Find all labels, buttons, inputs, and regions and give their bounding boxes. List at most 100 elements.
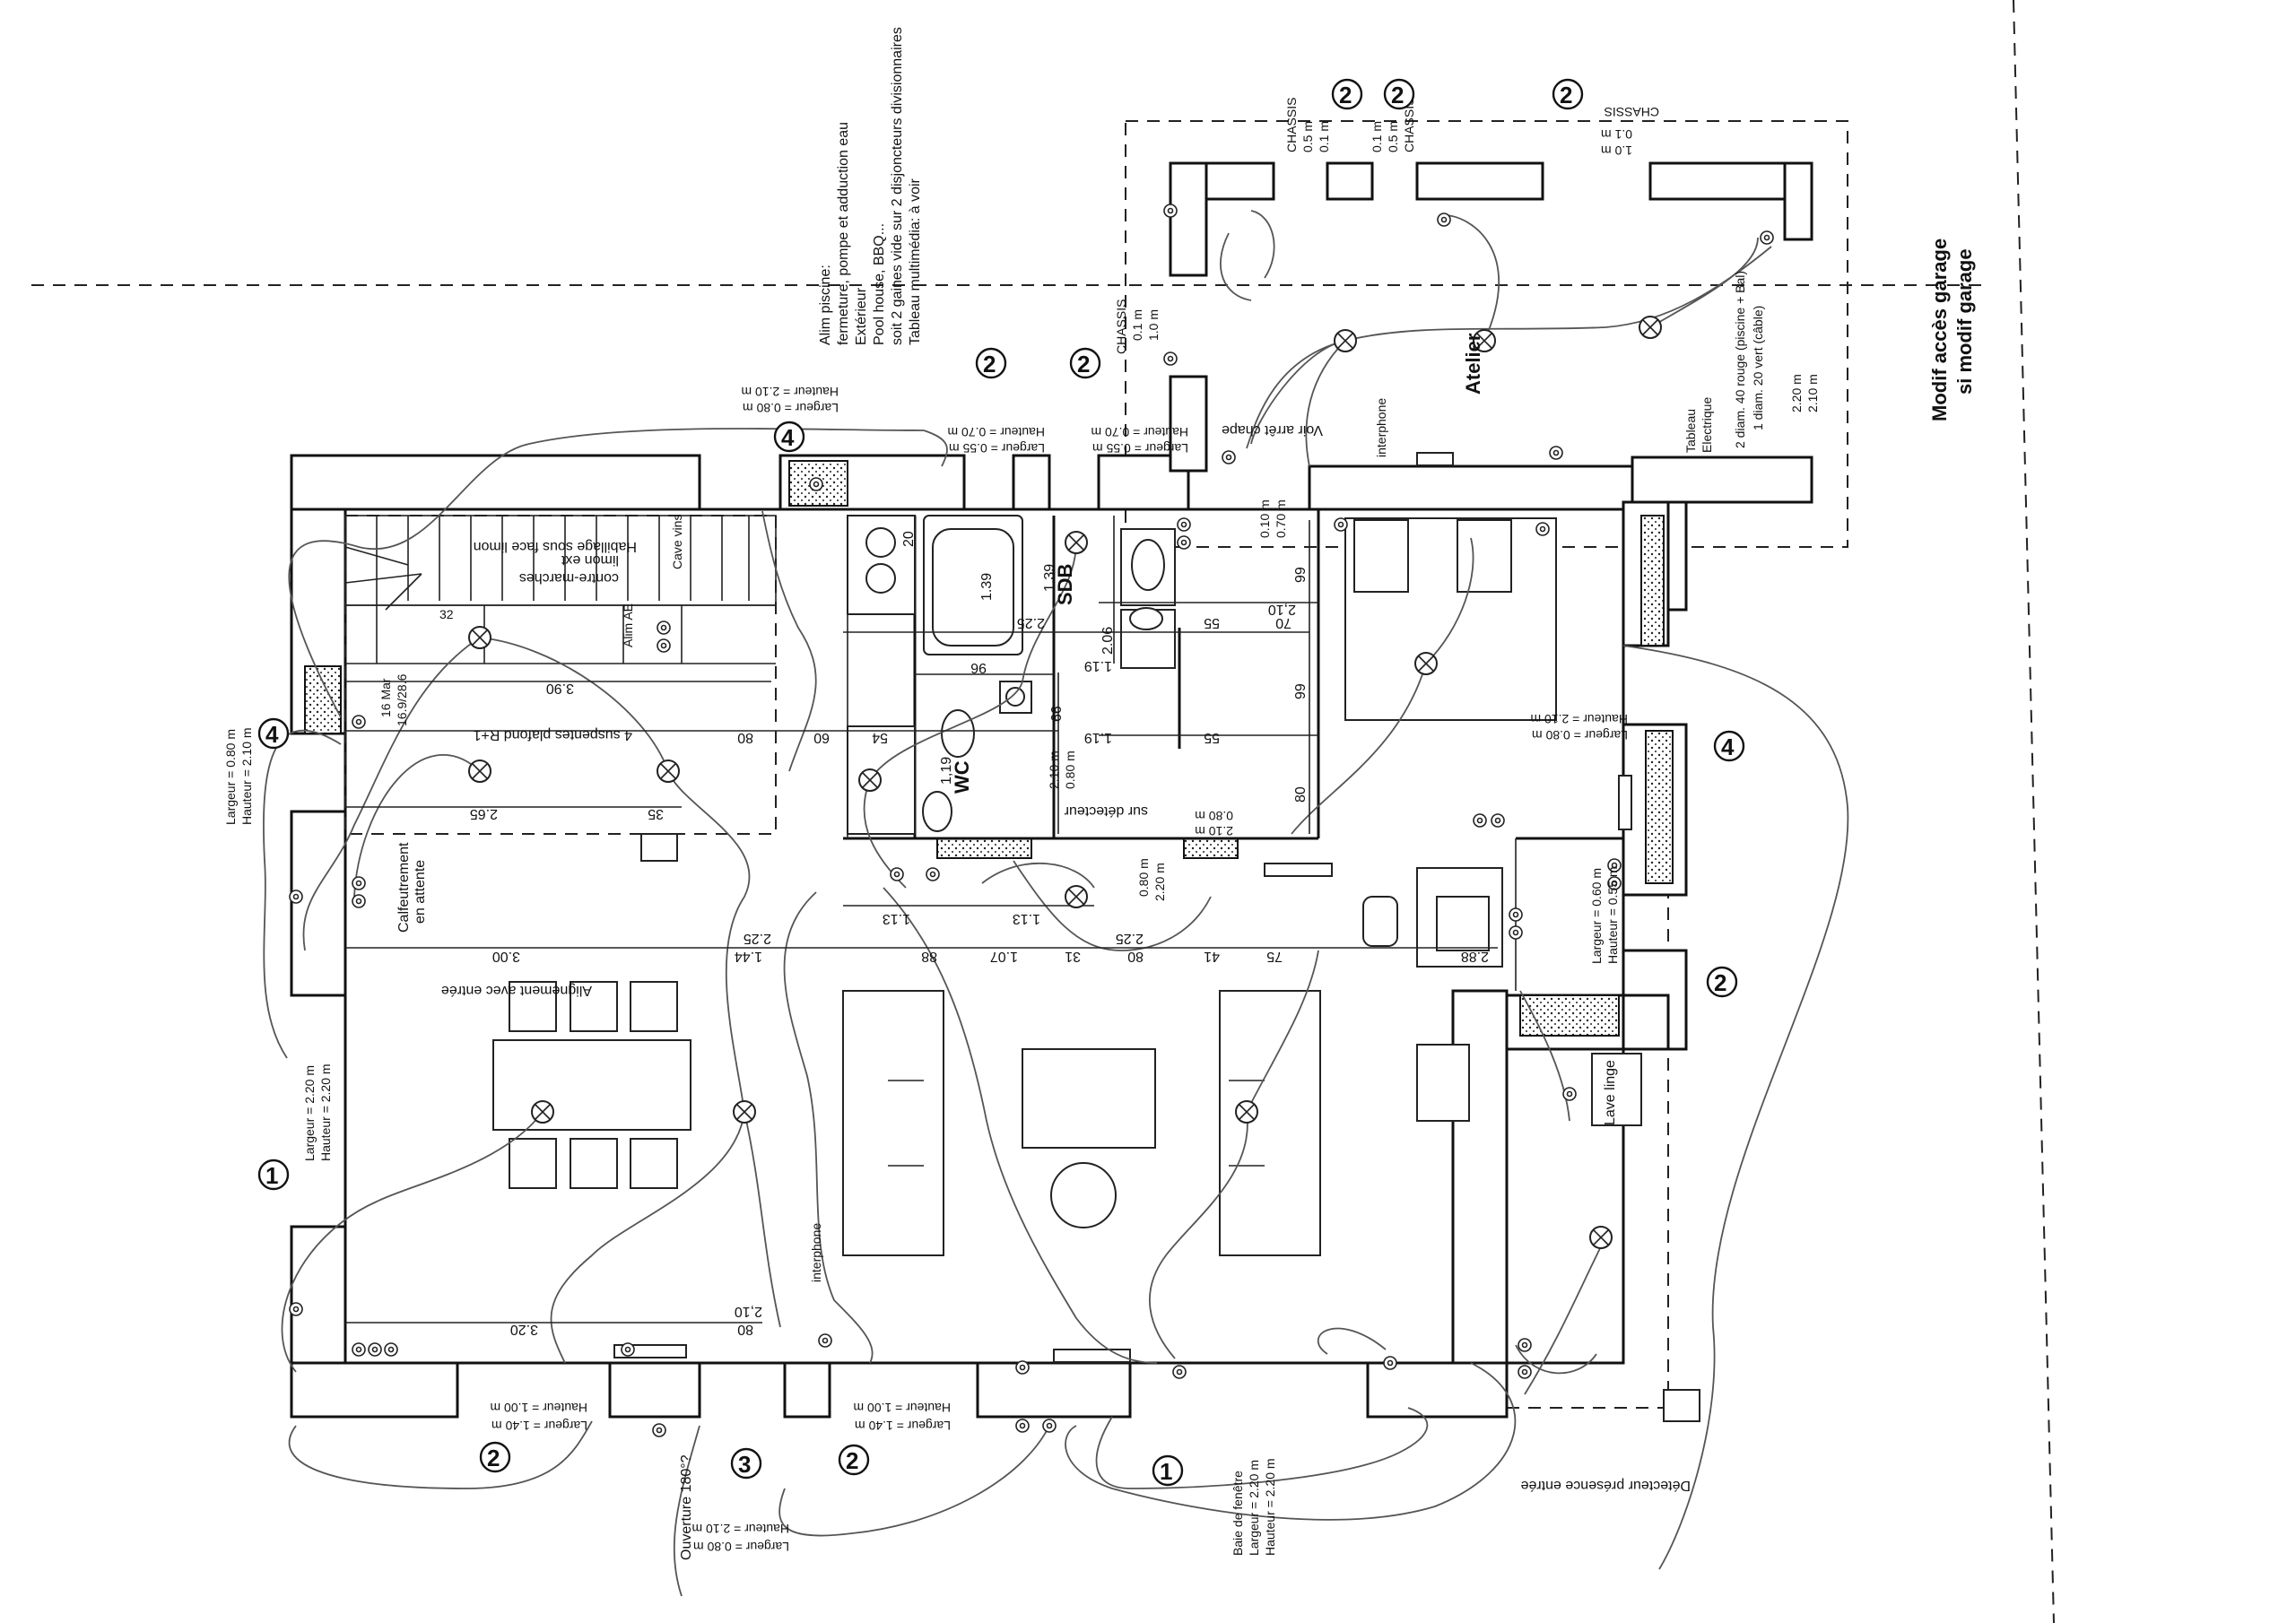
cable-1: 2 diam. 40 rouge (piscine + Bal)	[1733, 271, 1747, 448]
svg-text:Hauteur = 1.00 m: Hauteur = 1.00 m	[853, 1401, 951, 1415]
svg-text:Hauteur = 2.10 m: Hauteur = 2.10 m	[691, 1522, 789, 1536]
calfeutrement-2: en attente	[413, 860, 428, 924]
interphone-1: interphone	[809, 1223, 823, 1282]
svg-text:Largeur = 2.20 m: Largeur = 2.20 m	[1247, 1460, 1261, 1556]
svg-text:96: 96	[970, 660, 987, 675]
svg-text:2.65: 2.65	[470, 806, 498, 821]
svg-text:2: 2	[983, 351, 996, 378]
svg-text:Hauteur = 2.10 m: Hauteur = 2.10 m	[239, 727, 254, 825]
svg-text:Largeur = 0.80 m: Largeur = 0.80 m	[1532, 728, 1628, 742]
svg-text:1.44: 1.44	[735, 949, 762, 964]
furniture	[492, 452, 1700, 1422]
svg-text:Extérieur: Extérieur	[854, 287, 869, 345]
svg-text:Largeur = 0.80 m: Largeur = 0.80 m	[693, 1540, 789, 1554]
svg-text:1,19: 1,19	[939, 757, 954, 785]
svg-text:CHASSIS: CHASSIS	[1605, 105, 1659, 119]
svg-text:Largeur = 2.20 m: Largeur = 2.20 m	[302, 1065, 317, 1161]
sockets	[289, 204, 1774, 1437]
svg-text:4: 4	[1721, 733, 1735, 760]
svg-text:80: 80	[1127, 949, 1144, 964]
svg-text:2: 2	[487, 1445, 500, 1471]
svg-text:2,10: 2,10	[1268, 602, 1296, 617]
svg-text:80: 80	[737, 1322, 753, 1337]
svg-text:2: 2	[846, 1447, 858, 1474]
room-cave-vins: Cave vins	[670, 515, 684, 569]
svg-text:CHASSIS: CHASSIS	[1402, 98, 1416, 152]
svg-text:2: 2	[1714, 969, 1726, 996]
svg-text:Largeur = 1.40 m: Largeur = 1.40 m	[491, 1419, 587, 1433]
svg-text:CHASSIS: CHASSIS	[1114, 299, 1128, 354]
svg-text:1.0 m: 1.0 m	[1601, 143, 1632, 158]
svg-text:1.19: 1.19	[1084, 730, 1112, 745]
svg-text:1.19: 1.19	[1084, 658, 1112, 673]
svg-text:80: 80	[737, 730, 753, 745]
stair-habillage: Habillage sous face limon	[474, 539, 637, 554]
svg-text:99: 99	[1293, 567, 1309, 583]
numbered-badges: 1 1 2 2 2 2 2 2 2 2 3 4 4 4	[257, 78, 1745, 1487]
voir-chape: Voir arrêt chape	[1222, 422, 1323, 438]
svg-text:20: 20	[901, 531, 917, 547]
svg-text:Hauteur = 0.70 m: Hauteur = 0.70 m	[947, 425, 1045, 439]
svg-text:2: 2	[1077, 351, 1090, 378]
svg-text:0.1 m: 0.1 m	[1370, 121, 1384, 152]
svg-text:Hauteur = 1.00 m: Hauteur = 1.00 m	[490, 1401, 587, 1415]
svg-text:Hauteur = 0.70 m: Hauteur = 0.70 m	[1091, 425, 1188, 439]
svg-text:Hauteur = 0.55 m: Hauteur = 0.55 m	[1605, 866, 1620, 964]
property-line-right	[2013, 0, 2055, 1623]
svg-text:3.90: 3.90	[546, 681, 574, 696]
svg-text:1: 1	[1160, 1458, 1172, 1485]
svg-text:60: 60	[813, 730, 830, 745]
svg-text:0.1 m: 0.1 m	[1601, 127, 1632, 142]
garage-note-2: si modif garage	[1953, 248, 1976, 395]
svg-text:fermeture, pompe et adduction: fermeture, pompe et adduction eau	[836, 122, 851, 345]
svg-text:54: 54	[872, 730, 888, 745]
svg-text:2.10 m: 2.10 m	[1047, 751, 1061, 789]
svg-text:35: 35	[648, 806, 664, 821]
walls	[290, 161, 1813, 1419]
interphone-2: interphone	[1374, 398, 1388, 457]
svg-text:2,10: 2,10	[735, 1304, 762, 1319]
svg-text:66: 66	[1049, 706, 1065, 722]
svg-text:3: 3	[738, 1451, 751, 1478]
stair-contre: contre-marches	[519, 570, 619, 586]
sur-detecteur: sur détecteur	[1064, 803, 1148, 819]
svg-text:Hauteur = 2.10 m: Hauteur = 2.10 m	[741, 385, 839, 399]
ouverture-note: Ouverture 180°?	[679, 1454, 694, 1560]
svg-text:2.25: 2.25	[744, 931, 771, 946]
svg-text:99: 99	[1293, 683, 1309, 699]
alim-ae: Alim AE	[621, 603, 635, 647]
svg-text:Tableau multimédia: à voir: Tableau multimédia: à voir	[908, 178, 923, 345]
svg-text:0.5 m: 0.5 m	[1386, 121, 1400, 152]
svg-text:2: 2	[1391, 82, 1404, 108]
svg-text:2.10 m: 2.10 m	[1195, 824, 1233, 838]
dimension-labels: 3.90 2.65 35 80 60 3.00 1.44 2.25 88 1.1…	[470, 499, 1489, 1337]
svg-text:1.13: 1.13	[1013, 911, 1040, 926]
tableau-2: Electrique	[1700, 397, 1714, 453]
svg-text:2.25: 2.25	[1116, 931, 1144, 946]
svg-text:1: 1	[265, 1162, 278, 1189]
svg-text:Hauteur = 2.20 m: Hauteur = 2.20 m	[1263, 1458, 1277, 1556]
svg-text:0.1 m: 0.1 m	[1130, 309, 1144, 341]
room-sdb: SDB	[1054, 564, 1076, 605]
pool-note: Alim piscine: fermeture, pompe et adduct…	[818, 27, 923, 345]
room-atelier: Atelier	[1462, 333, 1484, 395]
tableau-1: Tableau	[1683, 409, 1698, 453]
detecteur-entree: Détecteur présence entrée	[1520, 1478, 1691, 1493]
suspentes-note: 4 suspentes plafond R+1	[473, 727, 632, 742]
svg-text:0.1 m: 0.1 m	[1317, 121, 1331, 152]
svg-text:1.39: 1.39	[979, 573, 995, 601]
svg-text:31: 31	[1065, 949, 1081, 964]
baie-label: Baie de fenêtre	[1231, 1471, 1245, 1556]
svg-text:Largeur = 0.80 m: Largeur = 0.80 m	[223, 729, 238, 825]
svg-text:88: 88	[921, 949, 937, 964]
svg-text:Largeur = 0.80 m: Largeur = 0.80 m	[743, 401, 839, 415]
svg-text:2.06: 2.06	[1100, 627, 1116, 655]
svg-text:Largeur = 1.40 m: Largeur = 1.40 m	[855, 1419, 951, 1433]
garage-note-1: Modif accès garage	[1928, 239, 1951, 421]
alignement-note: Alignement avec entrée	[441, 983, 592, 998]
svg-text:2.25: 2.25	[1017, 615, 1045, 630]
svg-text:Largeur = 0.55 m: Largeur = 0.55 m	[949, 441, 1045, 456]
svg-text:2.10 m: 2.10 m	[1805, 374, 1820, 412]
svg-text:Pool house, BBQ...: Pool house, BBQ...	[872, 223, 887, 345]
svg-text:0.10 m: 0.10 m	[1257, 499, 1272, 538]
